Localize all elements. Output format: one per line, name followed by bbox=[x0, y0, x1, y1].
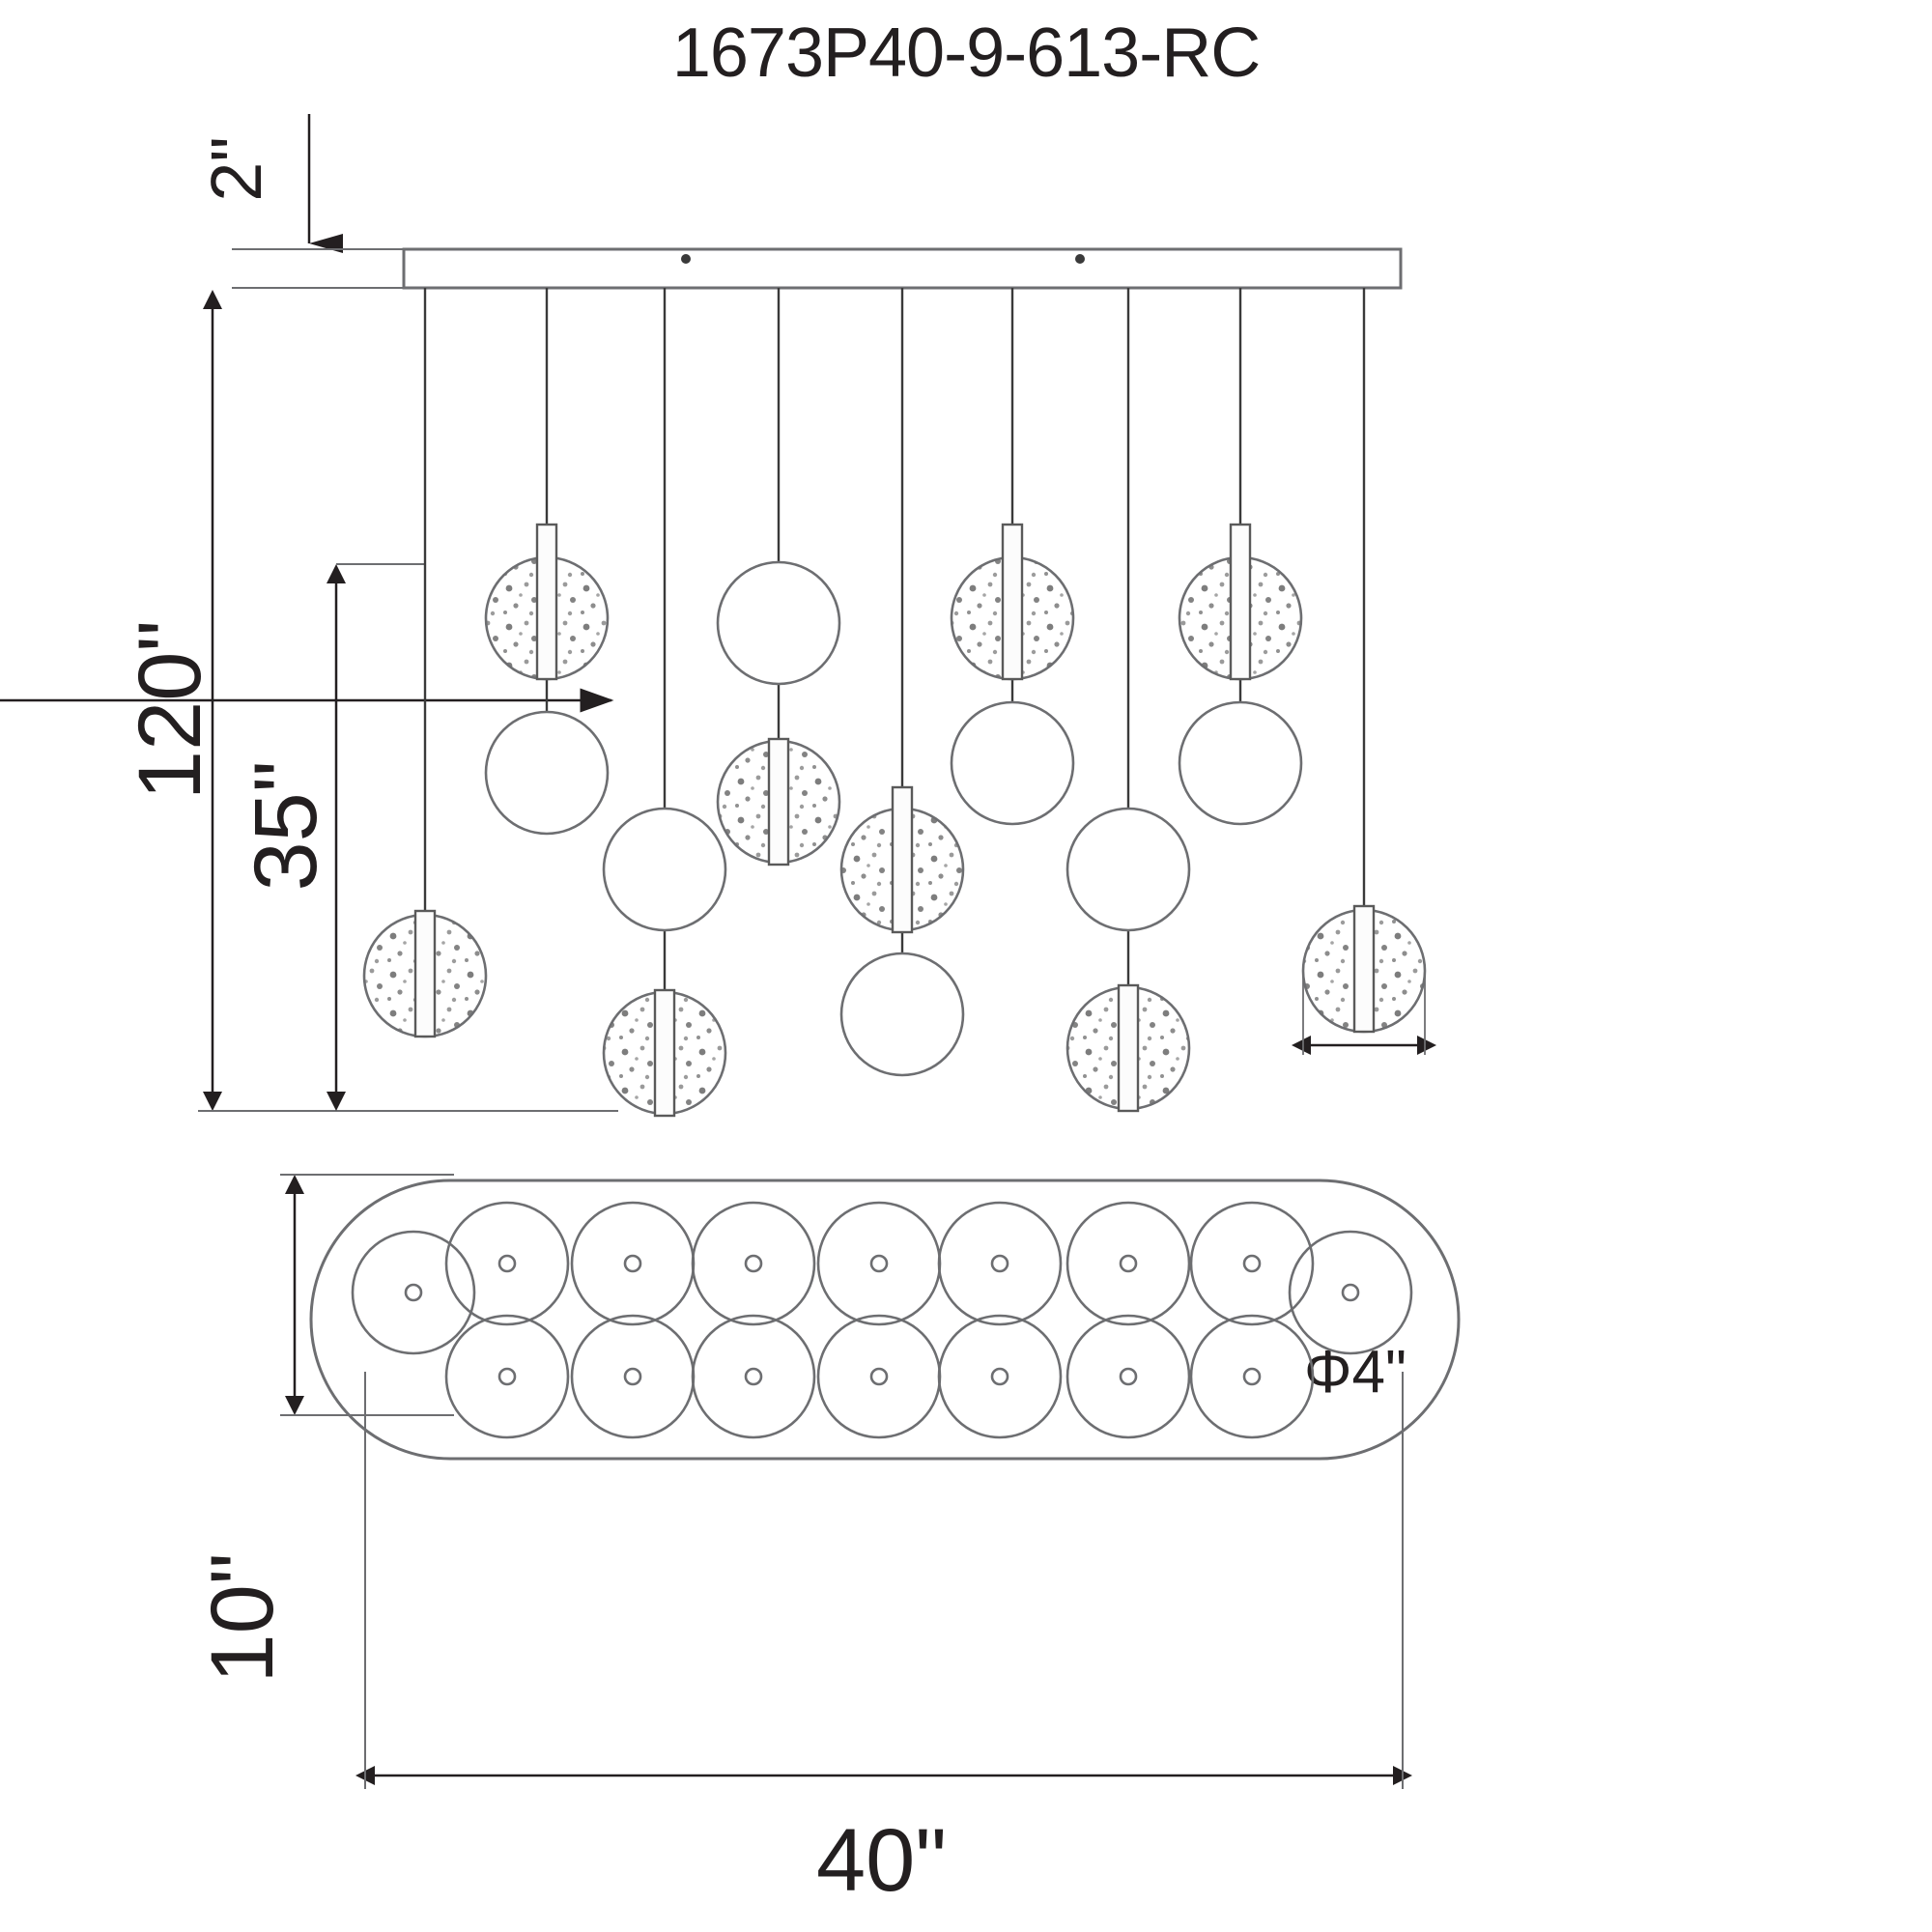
plan-circle bbox=[816, 1314, 942, 1439]
plan-circle bbox=[816, 1201, 942, 1326]
pendant-globe bbox=[484, 710, 610, 836]
pendant-globe-dimensioned bbox=[1301, 904, 1427, 1034]
plan-end-circles bbox=[351, 1230, 1413, 1355]
dimension-plan-width bbox=[355, 1372, 1412, 1789]
pendant-globe bbox=[362, 909, 488, 1038]
dimension-pendant-field bbox=[327, 563, 425, 1111]
plan-circle-row-top bbox=[444, 1201, 1315, 1326]
plan-circle bbox=[1189, 1201, 1315, 1326]
plan-circle bbox=[444, 1201, 570, 1326]
plan-circle bbox=[937, 1201, 1063, 1326]
plan-circle bbox=[570, 1314, 696, 1439]
pendant-globe bbox=[1065, 983, 1191, 1113]
plan-circle bbox=[1288, 1230, 1413, 1355]
dimension-globe-diameter bbox=[1292, 971, 1436, 1055]
pendant-globe bbox=[1178, 523, 1303, 681]
plan-circle bbox=[937, 1314, 1063, 1439]
pendant-globe bbox=[839, 952, 965, 1077]
pendant-globe bbox=[839, 785, 965, 934]
pendant-globe bbox=[1178, 700, 1303, 826]
plan-circle bbox=[691, 1201, 816, 1326]
plan-circle bbox=[444, 1314, 570, 1439]
pendant-globe bbox=[950, 523, 1075, 681]
pendant-globe bbox=[602, 807, 727, 932]
plan-circle bbox=[351, 1230, 476, 1355]
plan-circle bbox=[1065, 1314, 1191, 1439]
dimension-label-plan-width: 40" bbox=[816, 1811, 947, 1910]
dimension-canopy-thickness bbox=[232, 114, 406, 289]
dimension-plan-depth bbox=[280, 1174, 454, 1416]
canopy-plate bbox=[402, 247, 1403, 290]
suspension-cords bbox=[423, 288, 1366, 995]
pendant-globe bbox=[1065, 807, 1191, 932]
plan-circle-row-bottom bbox=[444, 1314, 1315, 1439]
plan-circle bbox=[1065, 1201, 1191, 1326]
pendant-globe bbox=[602, 988, 727, 1118]
pendant-globe bbox=[484, 523, 610, 681]
pendant-globe bbox=[950, 700, 1075, 826]
pendant-globe bbox=[716, 737, 841, 867]
plan-track-outline bbox=[309, 1179, 1461, 1461]
page-title: 1673P40-9-613-RC bbox=[671, 14, 1261, 92]
plan-circle bbox=[570, 1201, 696, 1326]
dimension-max-drop bbox=[0, 290, 618, 1112]
pendant-globe bbox=[716, 560, 841, 686]
plan-circle bbox=[691, 1314, 816, 1439]
plan-circle bbox=[1189, 1314, 1315, 1439]
